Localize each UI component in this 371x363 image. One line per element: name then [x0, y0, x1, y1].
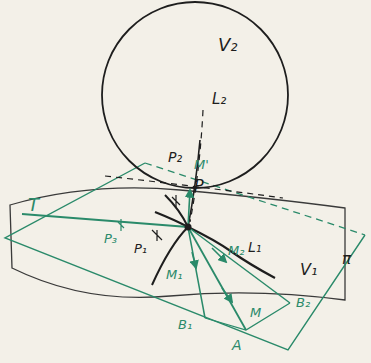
point-mark	[118, 219, 124, 231]
point-label: P₂	[168, 150, 182, 164]
vector-arrow	[212, 248, 226, 262]
vector-arrow	[192, 252, 196, 268]
point-label: V₂	[218, 36, 238, 54]
point-label: P	[194, 178, 204, 194]
line	[205, 303, 290, 330]
point-label: M₁	[166, 268, 182, 281]
point-mark	[152, 230, 162, 241]
point-label: M'	[194, 158, 209, 171]
line	[188, 227, 290, 303]
point-label: B₂	[296, 296, 310, 309]
point-label: T	[28, 196, 39, 214]
point-label: P₁	[134, 242, 147, 255]
vector-arrow	[222, 288, 232, 302]
line	[188, 227, 246, 330]
curve	[152, 195, 188, 285]
point-label: V₁	[300, 262, 317, 278]
point-label: L₁	[248, 240, 261, 254]
point-label: π	[342, 252, 351, 267]
point-label: A	[232, 338, 242, 352]
point-label: P₃	[104, 232, 117, 245]
tangent-line	[22, 214, 188, 227]
tangent-plane	[5, 163, 365, 350]
plane-hidden-edge	[145, 163, 365, 235]
point-label: M	[250, 306, 261, 319]
vector-arrow	[188, 190, 190, 227]
point-label: L₂	[212, 92, 226, 107]
point-dot	[185, 224, 192, 231]
surface-outline	[10, 188, 345, 300]
sphere-outline	[102, 2, 288, 188]
point-label: B₁	[178, 318, 192, 331]
point-label: M₂	[228, 244, 244, 257]
point-mark	[172, 195, 180, 207]
